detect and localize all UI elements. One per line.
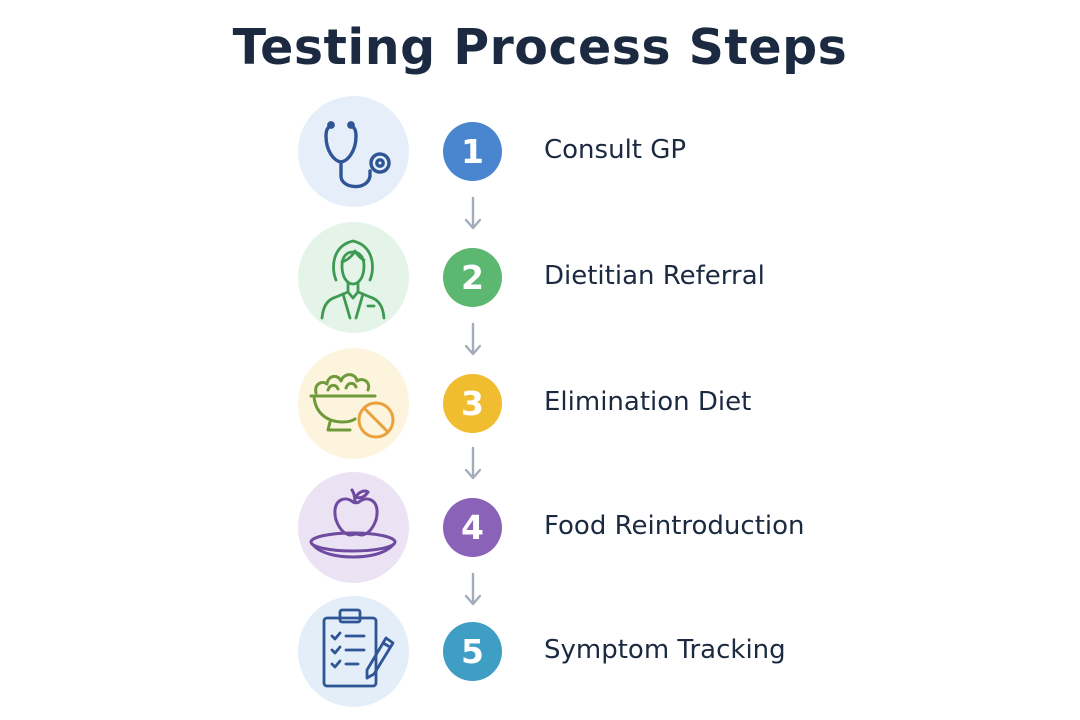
step-2-label: Dietitian Referral: [544, 261, 765, 291]
step-2-icon-circle: [298, 222, 409, 333]
dietitian-icon: [320, 239, 386, 320]
step-1: 1 Consult GP: [0, 96, 1080, 208]
diagram-title: Testing Process Steps: [232, 19, 848, 76]
step-4-icon-circle: [298, 472, 409, 583]
salad-bowl-prohibited-icon: [309, 373, 395, 439]
arrow-down-icon: [464, 196, 482, 230]
stethoscope-icon: [324, 121, 391, 189]
step-3-number-badge: 3: [443, 374, 502, 433]
clipboard-checklist-icon: [322, 608, 395, 688]
step-2-number-badge: 2: [443, 248, 502, 307]
step-5: 5 Symptom Tracking: [0, 596, 1080, 708]
apple-plate-icon: [309, 488, 397, 559]
step-1-label: Consult GP: [544, 135, 687, 165]
step-3: 3 Elimination Diet: [0, 348, 1080, 460]
step-4-number-badge: 4: [443, 498, 502, 557]
step-5-number-badge: 5: [443, 622, 502, 681]
arrow-down-icon: [464, 572, 482, 606]
step-2: 2 Dietitian Referral: [0, 222, 1080, 334]
arrow-down-icon: [464, 446, 482, 480]
step-5-icon-circle: [298, 596, 409, 707]
step-4: 4 Food Reintroduction: [0, 472, 1080, 584]
step-1-icon-circle: [298, 96, 409, 207]
step-5-label: Symptom Tracking: [544, 635, 786, 665]
step-4-label: Food Reintroduction: [544, 511, 805, 541]
step-3-icon-circle: [298, 348, 409, 459]
step-3-label: Elimination Diet: [544, 387, 752, 417]
arrow-down-icon: [464, 322, 482, 356]
step-1-number-badge: 1: [443, 122, 502, 181]
